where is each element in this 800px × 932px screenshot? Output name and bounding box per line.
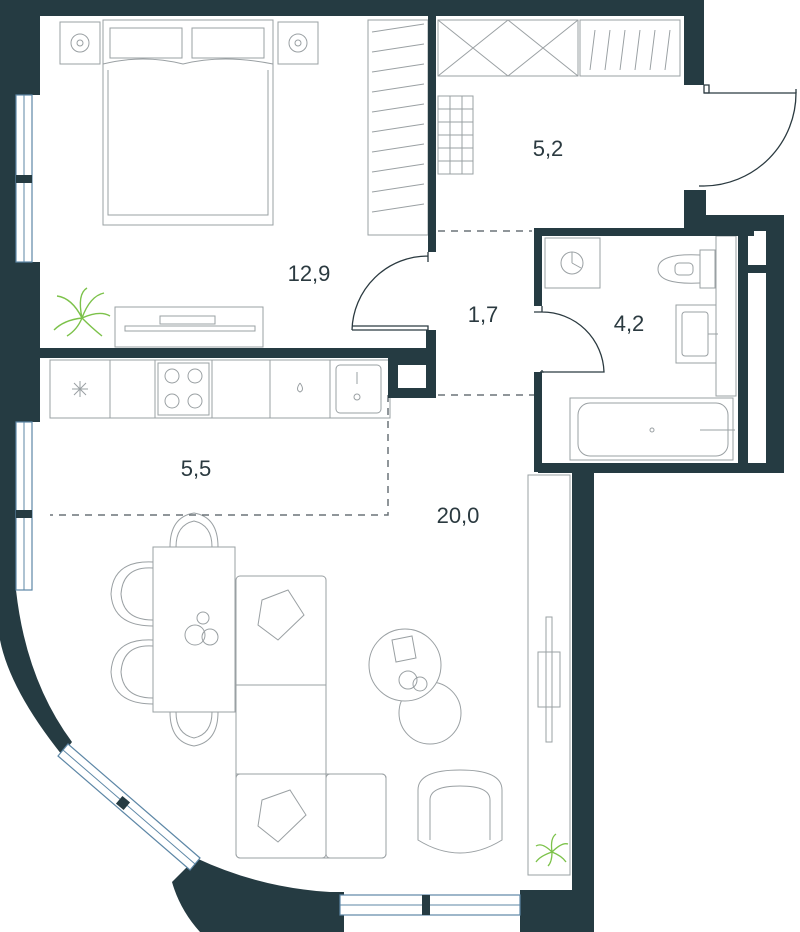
nightstand-left <box>59 21 101 65</box>
dining-chairs <box>110 512 219 747</box>
sofa <box>235 575 387 859</box>
nightstand-right <box>277 21 319 65</box>
bathroom-niche <box>715 235 737 397</box>
furniture <box>49 19 737 876</box>
coffee-table <box>368 628 462 745</box>
kitchen-counter <box>49 359 391 419</box>
tv-stand <box>114 306 264 348</box>
tv-unit <box>527 474 571 876</box>
area-labels: 12,9 5,2 1,7 4,2 5,5 20,0 <box>181 136 645 528</box>
area-label-wardrobe: 5,2 <box>533 136 564 161</box>
area-label-bedroom: 12,9 <box>288 261 331 286</box>
wardrobe-shelves <box>437 19 681 77</box>
doors <box>351 84 797 373</box>
washing-machine <box>544 237 601 289</box>
toilet <box>657 249 716 289</box>
zone-dividers <box>50 230 535 516</box>
bedroom-wardrobe <box>367 19 429 236</box>
bathtub <box>569 397 735 461</box>
plant-icon <box>535 833 569 867</box>
area-label-bathroom: 4,2 <box>614 311 645 336</box>
plant-icon <box>53 287 111 337</box>
storage-grid <box>437 95 474 175</box>
armchair <box>417 769 503 854</box>
area-label-living: 20,0 <box>437 503 480 528</box>
area-label-hall: 1,7 <box>468 302 499 327</box>
dining-table <box>152 546 236 713</box>
windows <box>15 94 521 916</box>
bed <box>102 19 274 226</box>
sink <box>675 304 718 364</box>
area-label-kitchen: 5,5 <box>181 456 212 481</box>
